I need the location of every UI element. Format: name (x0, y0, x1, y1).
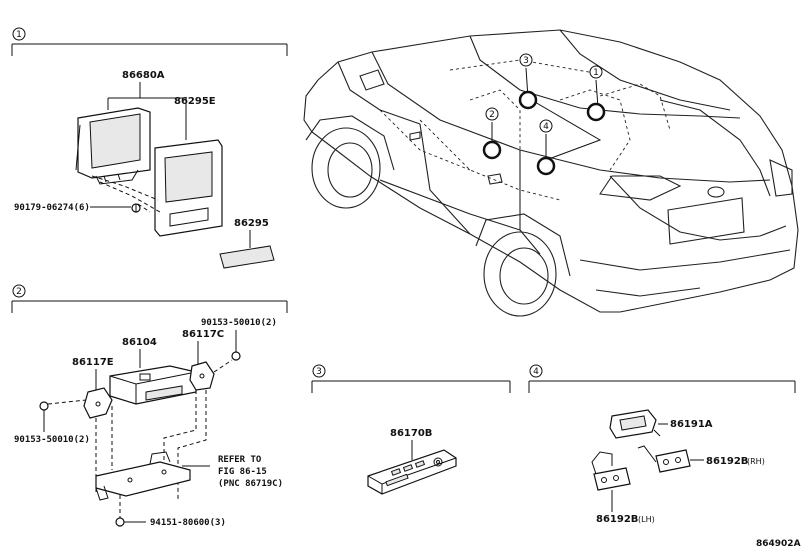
section-1: 1 86680A 86295E (11, 27, 288, 269)
car-callout-4: 4 (543, 122, 549, 132)
refer-line-1: REFER TO (218, 455, 262, 465)
monitor-pad (219, 245, 275, 269)
part-label-90153-top: 90153-50010(2) (201, 318, 277, 328)
refer-line-3: (PNC 86719C) (218, 479, 283, 489)
rear-seat-entertainment-unit (109, 365, 197, 405)
part-label-86170B: 86170B (390, 428, 432, 439)
section-4-number: 4 (533, 367, 539, 377)
section-1-number: 1 (16, 30, 22, 40)
part-label-90179: 90179-06274(6) (14, 203, 90, 213)
section-3: 3 86170B (311, 364, 511, 495)
section-2: 2 90153-50010(2) 86117C 86104 86117E (11, 284, 288, 528)
part-label-86192B-rh-side: (RH) (747, 457, 765, 466)
lower-mounting-bracket (95, 451, 191, 501)
part-label-90153-left: 90153-50010(2) (14, 435, 90, 445)
part-label-86192B-lh: 86192B (596, 514, 638, 525)
location-2 (482, 140, 502, 160)
section-3-number: 3 (316, 367, 322, 377)
location-4 (536, 156, 556, 176)
clip-94151 (115, 517, 125, 527)
section-4: 4 86191A 86192B (RH) 86192B (LH) (528, 364, 796, 525)
section-3-marker (312, 364, 326, 378)
section-1-marker (12, 27, 26, 41)
part-label-86295E: 86295E (174, 96, 216, 107)
jack-86191A (609, 409, 661, 439)
bracket-86117C (189, 361, 215, 391)
rear-seat-monitor (75, 107, 151, 185)
part-label-86192B-lh-side: (LH) (638, 515, 655, 524)
car-callout-1: 1 (593, 68, 599, 78)
jack-86192B-lh (591, 451, 631, 491)
part-label-86680A: 86680A (122, 70, 165, 81)
car-callout-2: 2 (489, 110, 495, 120)
section-2-number: 2 (16, 287, 22, 297)
location-1 (586, 102, 606, 122)
bracket-86117E (83, 387, 113, 419)
monitor-frame (154, 139, 223, 237)
car-callout-3: 3 (523, 56, 529, 66)
nut-90153-left (39, 401, 49, 411)
part-label-86192B-rh: 86192B (706, 456, 748, 467)
vehicle-illustration: 1 3 2 4 (303, 29, 799, 317)
figure-id: 864902A (756, 539, 801, 549)
part-label-86117C: 86117C (182, 329, 224, 340)
refer-line-2: FIG 86-15 (218, 467, 267, 477)
nut-90153-top (231, 351, 241, 361)
remote-control (367, 449, 457, 495)
part-label-86104: 86104 (122, 337, 157, 348)
part-label-86117E: 86117E (72, 357, 114, 368)
section-4-marker (529, 364, 543, 378)
part-label-86295: 86295 (234, 218, 269, 229)
location-3 (518, 90, 538, 110)
screw-90179 (131, 203, 141, 213)
jack-86192B-rh (637, 445, 691, 473)
section-2-marker (12, 284, 26, 298)
part-label-94151: 94151-80600(3) (150, 518, 226, 528)
part-label-86191A: 86191A (670, 419, 713, 430)
